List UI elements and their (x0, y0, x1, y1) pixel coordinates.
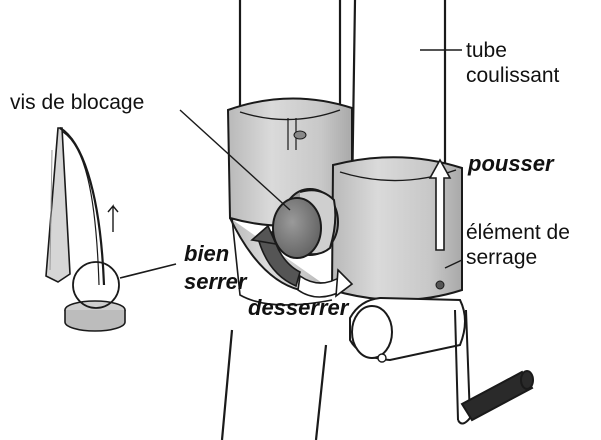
tighten-arrow (250, 224, 301, 288)
loosen-arrow (297, 268, 354, 298)
label-desserrer: desserrer (248, 295, 349, 320)
overview-lamp (45, 127, 177, 332)
label-element-line2: serrage (466, 246, 538, 269)
label-vis-de-blocage: vis de blocage (10, 91, 145, 114)
overview-up-arrow (107, 204, 119, 232)
zoom-circle (72, 261, 120, 309)
overview-lamp-shade (45, 127, 71, 283)
clamp (226, 97, 463, 306)
push-arrow (428, 158, 452, 251)
label-bien: bien (184, 241, 230, 266)
label-tube-line1: tube (466, 39, 507, 62)
tube-lower (220, 329, 328, 440)
leaders (179, 49, 463, 269)
label-tube-line2: coulissant (466, 64, 560, 87)
leader-element (444, 259, 463, 269)
label-element-line1: élément de (466, 221, 570, 244)
crank-handle (460, 370, 534, 422)
label-element-de-serrage: élément de serrage (466, 222, 570, 268)
label-serrer: serrer (184, 269, 247, 294)
label-pousser: pousser (468, 151, 554, 176)
crank-mechanism (349, 296, 534, 425)
leader-zoom (119, 263, 177, 279)
leader-vis (179, 109, 291, 211)
locking-knob (272, 188, 339, 259)
tube-back (238, 0, 342, 120)
label-bien-serrer: bien serrer (184, 243, 246, 293)
overview-lamp-arm (59, 127, 106, 286)
label-tube: tube coulissant (466, 40, 559, 86)
